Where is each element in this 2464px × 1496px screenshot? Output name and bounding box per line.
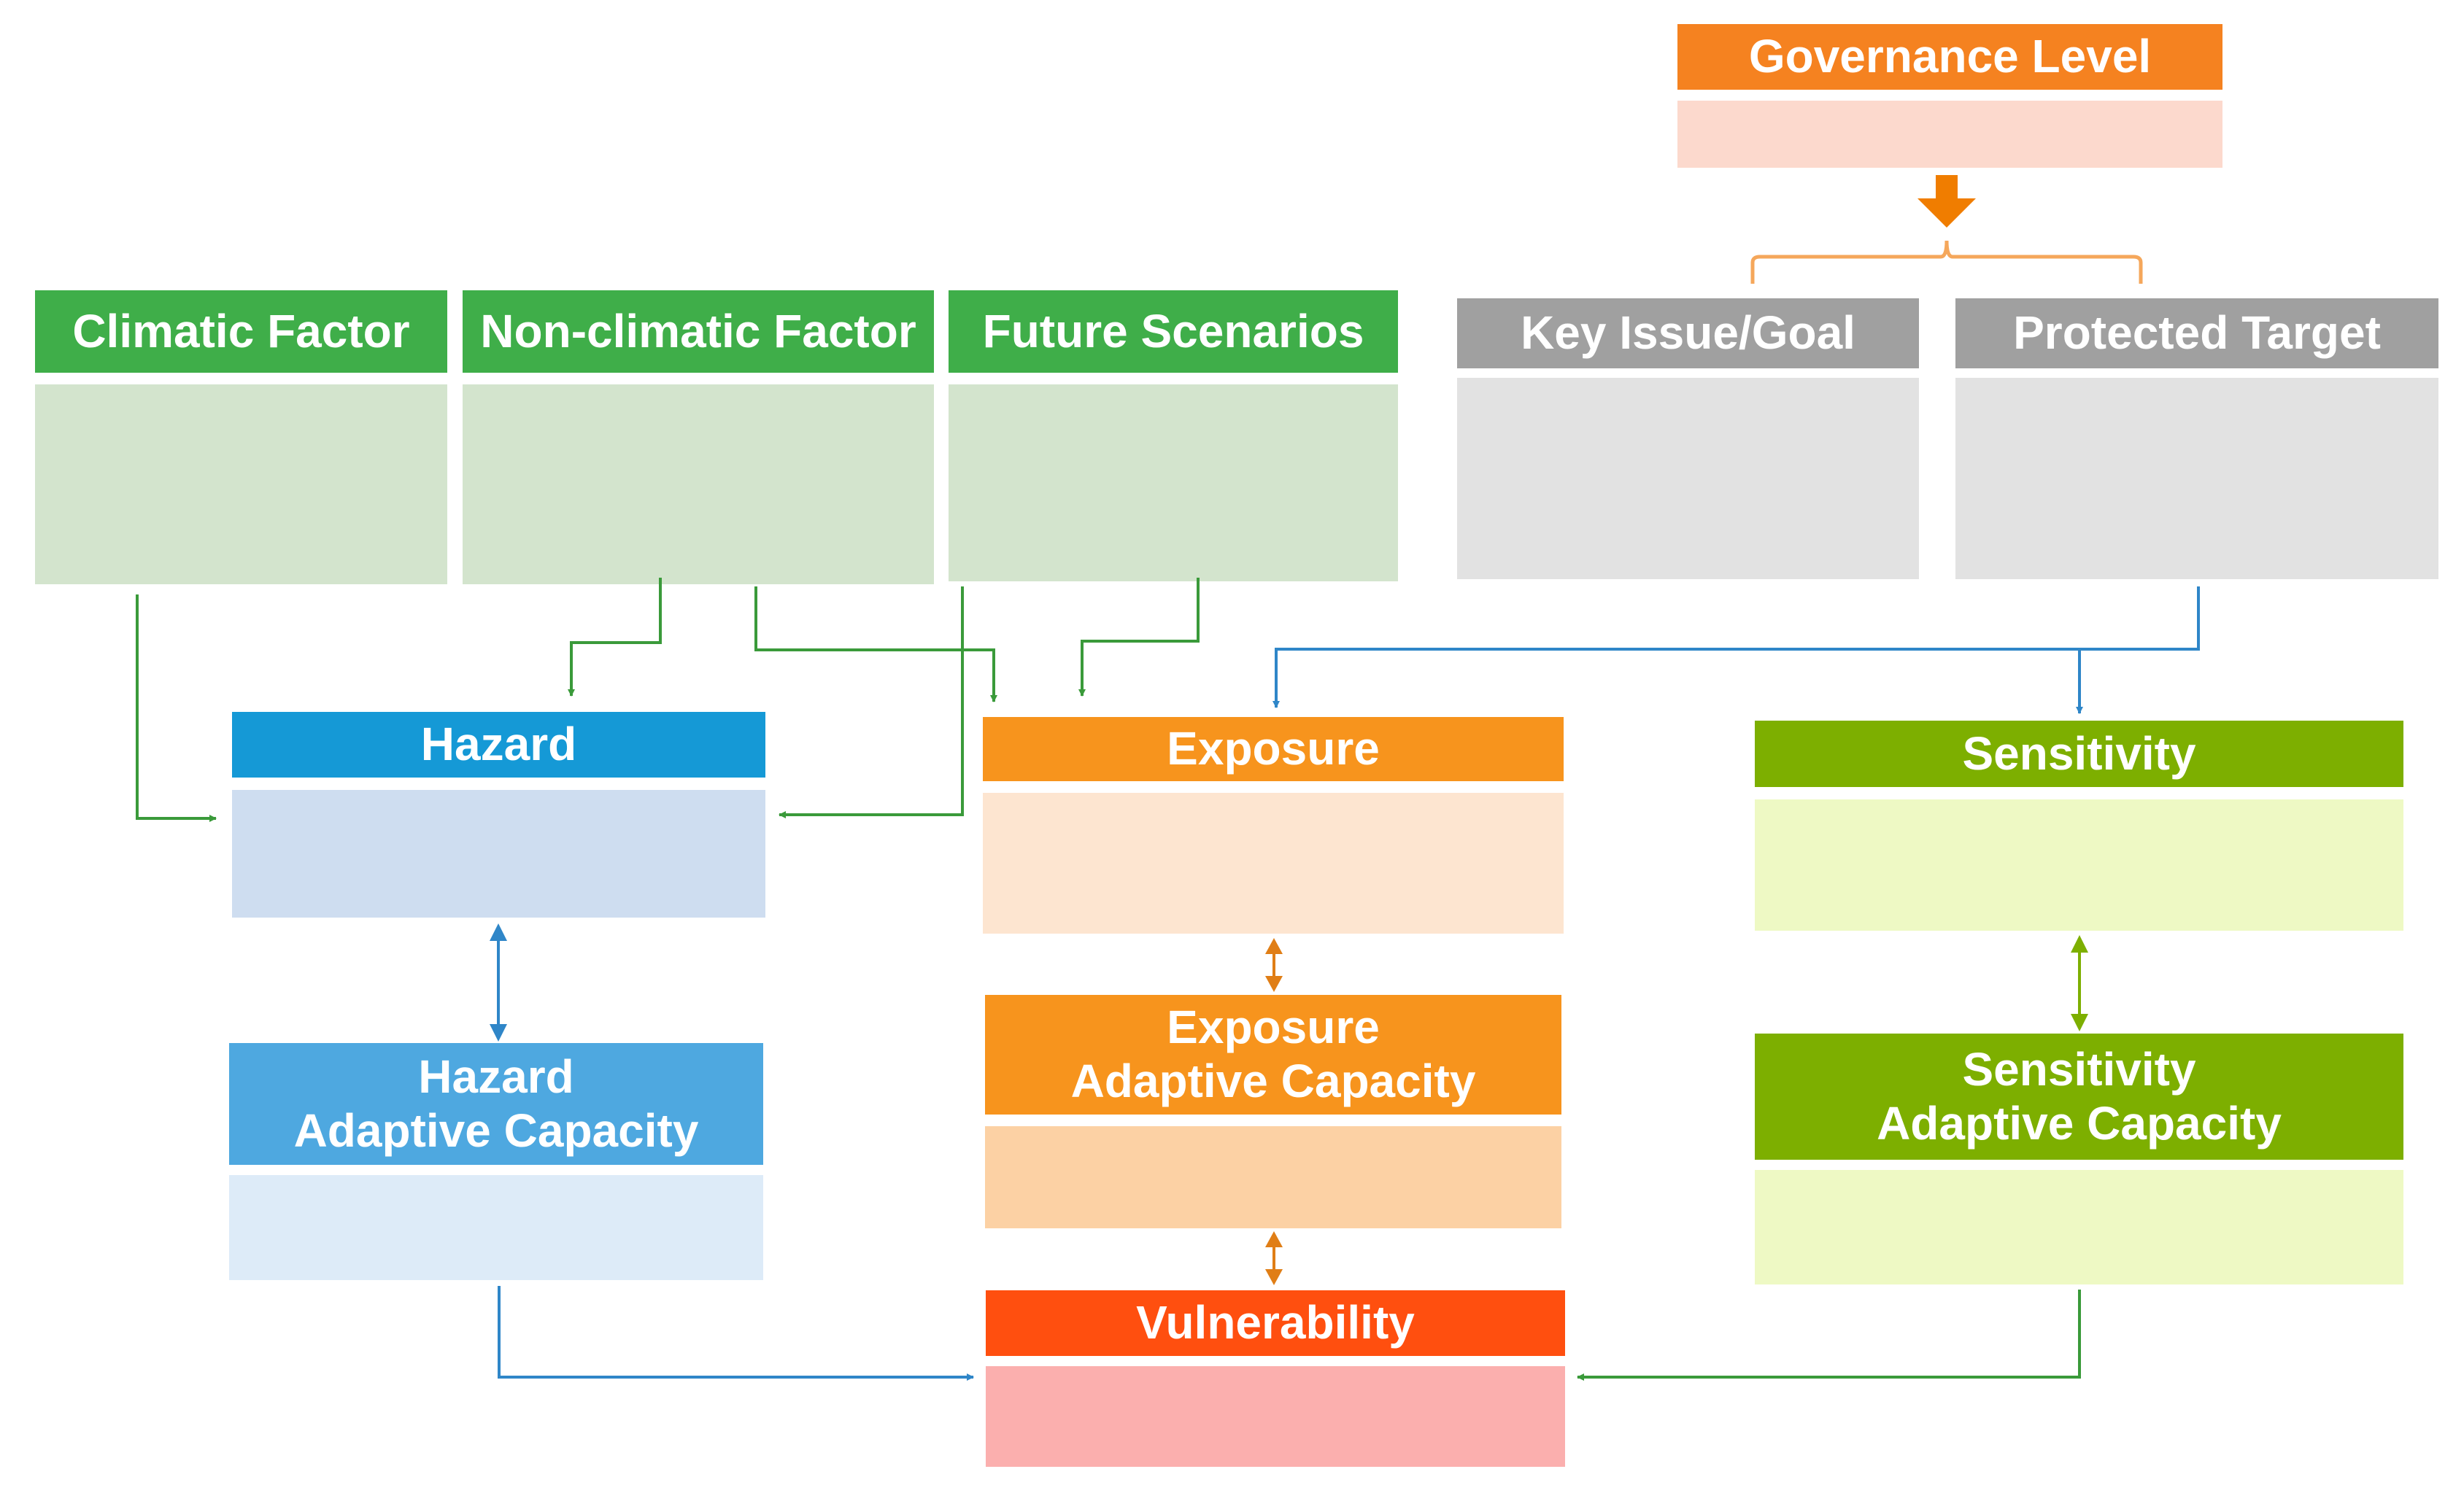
arrow-nonclimatic-to-exposure <box>754 586 997 702</box>
governance-level-body <box>1677 101 2222 168</box>
protected-target-header: Protected Target <box>1955 298 2438 368</box>
sensitivity-header: Sensitivity <box>1755 721 2403 787</box>
exposure-body <box>983 793 1564 934</box>
non-climatic-factor-body <box>463 384 934 584</box>
sensitivity-body <box>1755 799 2403 931</box>
climatic-factor-header: Climatic Factor <box>35 290 447 373</box>
arrow-future-to-exposure <box>1078 578 1200 697</box>
targets-brace <box>1750 240 2143 284</box>
key-issue-goal-header: Key Issue/Goal <box>1457 298 1919 368</box>
arrow-future-to-hazard <box>779 586 964 818</box>
non-climatic-factor-header: Non-climatic Factor <box>463 290 934 373</box>
sensitivity-adaptive-capacity-header: Sensitivity Adaptive Capacity <box>1755 1034 2403 1160</box>
arrow-protected-to-exposure <box>1272 586 2200 708</box>
governance-down-arrow <box>1917 175 1976 228</box>
double-arrow-sensitivity <box>2071 935 2088 1031</box>
future-scenarios-header: Future Scenarios <box>949 290 1398 373</box>
hazard-adaptive-capacity-body <box>229 1175 763 1280</box>
protected-target-body <box>1955 378 2438 579</box>
governance-level-header: Governance Level <box>1677 24 2222 90</box>
exposure-adaptive-capacity-header: Exposure Adaptive Capacity <box>985 995 1561 1115</box>
key-issue-goal-body <box>1457 378 1919 579</box>
future-scenarios-body <box>949 384 1398 581</box>
exposure-header: Exposure <box>983 717 1564 781</box>
sensitivity-adaptive-capacity-body <box>1755 1170 2403 1284</box>
arrow-hazard-ac-to-vulnerability <box>498 1286 974 1381</box>
vulnerability-body <box>986 1366 1565 1467</box>
double-arrow-exposure-top <box>1265 938 1283 992</box>
arrow-sensitivity-ac-to-vulnerability <box>1577 1290 2081 1381</box>
vulnerability-header: Vulnerability <box>986 1290 1565 1356</box>
climatic-factor-body <box>35 384 447 584</box>
double-arrow-hazard <box>490 923 507 1042</box>
exposure-adaptive-capacity-body <box>985 1126 1561 1228</box>
hazard-body <box>232 790 765 918</box>
hazard-header: Hazard <box>232 712 765 778</box>
double-arrow-exposure-bottom <box>1265 1231 1283 1285</box>
arrow-climatic-to-hazard <box>136 594 217 822</box>
hazard-adaptive-capacity-header: Hazard Adaptive Capacity <box>229 1043 763 1165</box>
arrow-nonclimatic-to-hazard <box>568 578 662 697</box>
